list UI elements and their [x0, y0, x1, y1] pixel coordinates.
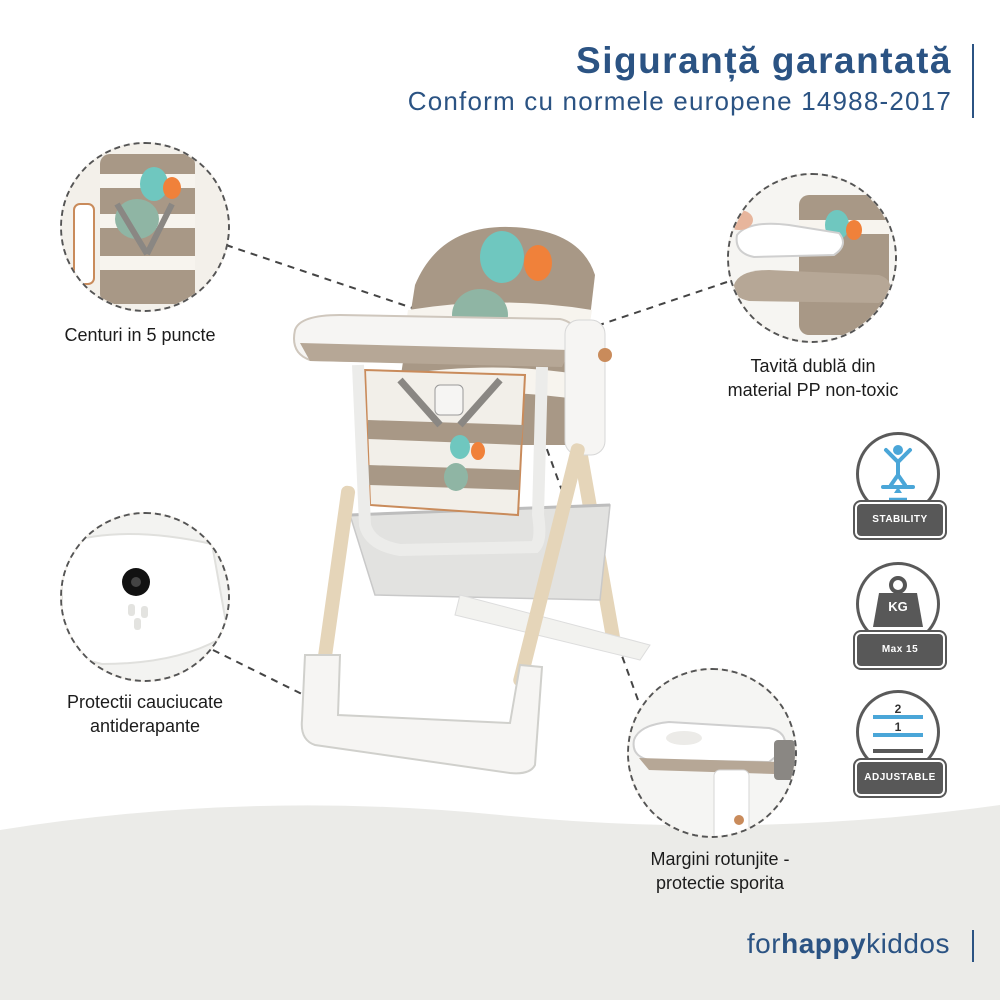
headline-divider: [972, 44, 974, 118]
max-weight-badge: KG Max 15: [855, 562, 945, 668]
tray-caption: Tavită dublă din material PP non-toxic: [698, 354, 928, 402]
stability-label: STABILITY: [855, 502, 945, 538]
kettlebell-weight-icon: [873, 576, 923, 627]
feet-caption-line-2: antiderapante: [89, 716, 201, 736]
max-weight-label: Max 15: [855, 632, 945, 668]
harness-caption: Centuri in 5 puncte: [40, 323, 240, 347]
feet-caption: Protectii cauciucate antiderapante: [40, 690, 250, 738]
page-subtitle: Conform cu normele europene 14988-2017: [407, 86, 952, 116]
stability-badge: STABILITY: [855, 432, 945, 538]
headline: Siguranță garantată Conform cu normele e…: [408, 38, 952, 118]
brand-divider: [972, 930, 974, 962]
rubber-feet-detail-photo: [60, 512, 230, 682]
brand-suffix: kiddos: [866, 928, 950, 959]
page-title: Siguranță garantată: [576, 40, 952, 81]
balance-person-icon: [881, 445, 915, 501]
brand-middle: happy: [781, 928, 867, 959]
high-chair-illustration: [293, 226, 651, 775]
tray-caption-line-1: Tavită dublă din: [750, 356, 876, 376]
adjustable-badge: 2 1 ADJUSTABLE: [855, 690, 945, 796]
harness-caption-text: Centuri in 5 puncte: [64, 325, 216, 345]
height-levels-icon: 2 1: [873, 702, 923, 753]
level-2-number: 2: [895, 702, 902, 716]
adjustable-label: ADJUSTABLE: [855, 760, 945, 796]
rounded-edges-detail-photo: [627, 668, 797, 838]
edges-caption-line-1: Margini rotunjite -: [650, 849, 790, 869]
feet-caption-line-1: Protectii cauciucate: [66, 692, 224, 712]
brand-prefix: for: [746, 928, 782, 959]
tray-caption-line-2: material PP non-toxic: [727, 380, 899, 400]
harness-detail-photo: [60, 142, 230, 312]
brand-logo: forhappykiddos: [747, 928, 950, 960]
edges-caption: Margini rotunjite - protectie sporita: [600, 847, 840, 895]
edges-caption-line-2: protectie sporita: [655, 873, 785, 893]
level-1-number: 1: [895, 720, 902, 734]
weight-unit-label: KG: [888, 599, 908, 614]
double-tray-detail-photo: [727, 173, 897, 343]
